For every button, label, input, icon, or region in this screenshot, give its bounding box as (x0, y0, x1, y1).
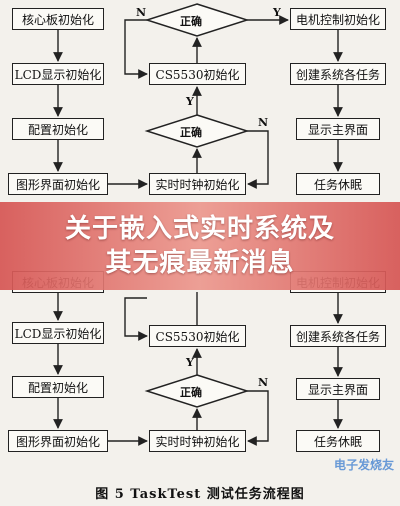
connector-21 (124, 297, 148, 341)
title-banner: 关于嵌入式实时系统及 其无痕最新消息 (0, 202, 400, 290)
banner-title-line-1: 关于嵌入式实时系统及 (64, 214, 335, 244)
box-core-board-init: 核心板初始化 (12, 8, 104, 30)
box-cs5530-init: CS5530初始化 (149, 63, 246, 85)
decision-mid-diamond-copy (144, 374, 250, 408)
decision-mid-text-copy: 正确 (180, 386, 202, 399)
branch-yes-label-top: Y (273, 6, 281, 19)
box-create-tasks-copy: 创建系统各任务 (290, 325, 386, 347)
decision-mid-text: 正确 (180, 126, 202, 139)
connector-10 (247, 130, 269, 189)
box-motor-init: 电机控制初始化 (290, 8, 386, 30)
branch-no-label-mid: N (258, 116, 269, 129)
branch-no-label-mid-copy: N (258, 376, 269, 389)
decision-top-text: 正确 (180, 15, 202, 28)
box-task-sleep-copy: 任务休眠 (296, 430, 380, 452)
connector-8 (124, 19, 148, 79)
box-rtc-init-copy: 实时时钟初始化 (149, 430, 246, 452)
branch-yes-label-mid: Y (186, 95, 194, 108)
banner-title-line-2: 其无痕最新消息 (105, 248, 295, 278)
box-config-init: 配置初始化 (12, 118, 104, 140)
box-main-screen: 显示主界面 (296, 118, 380, 140)
box-lcd-init: LCD显示初始化 (12, 63, 104, 85)
box-main-screen-copy: 显示主界面 (296, 378, 380, 400)
box-rtc-init: 实时时钟初始化 (149, 173, 246, 195)
box-gui-init-copy: 图形界面初始化 (8, 430, 108, 452)
box-create-tasks: 创建系统各任务 (290, 63, 386, 85)
box-gui-init: 图形界面初始化 (8, 173, 108, 195)
branch-no-label-top: N (136, 6, 147, 19)
connector-22 (247, 390, 269, 446)
box-task-sleep: 任务休眠 (296, 173, 380, 195)
figure-caption: 图 5 TaskTest 测试任务流程图 (0, 478, 400, 506)
box-cs5530-init-copy: CS5530初始化 (149, 325, 246, 347)
box-config-init-copy: 配置初始化 (12, 376, 104, 398)
decision-mid-diamond (144, 114, 250, 148)
branch-yes-label-mid-copy: Y (186, 356, 194, 369)
box-lcd-init-copy: LCD显示初始化 (12, 322, 104, 344)
decision-top-diamond (144, 3, 250, 37)
site-watermark: 电子发烧友 (333, 458, 394, 472)
